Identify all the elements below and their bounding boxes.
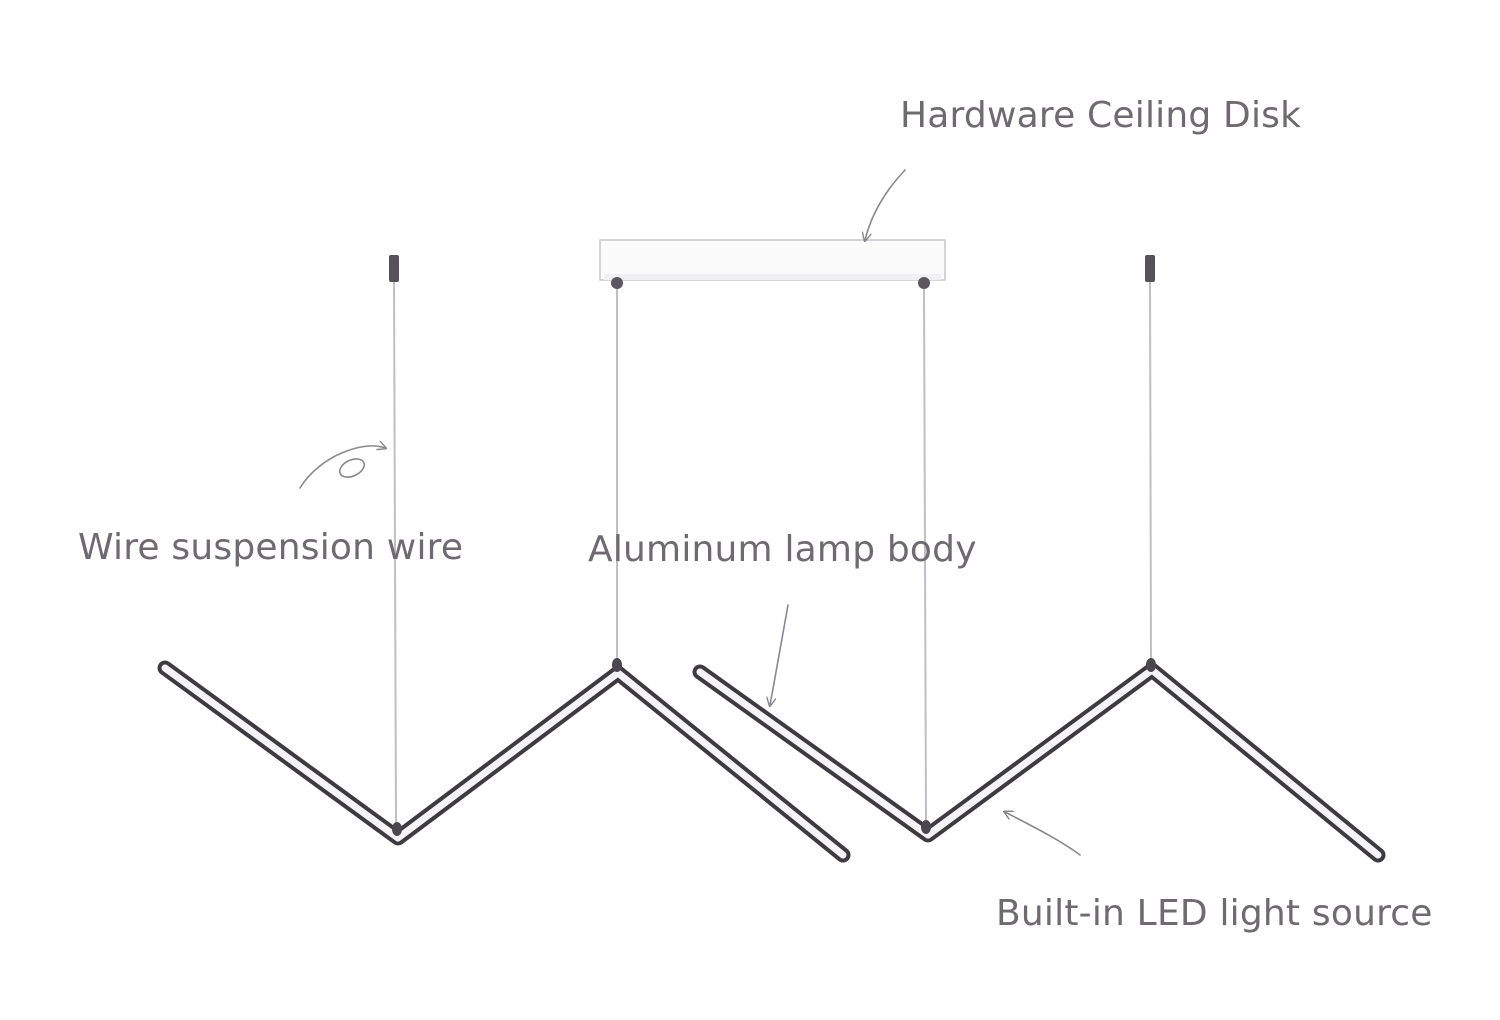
disk-screw-left: [611, 277, 623, 289]
wire-cap-left: [389, 255, 399, 282]
arrow-suspension-wire: [299, 446, 385, 489]
arrow-ceiling-disk: [865, 169, 906, 240]
label-ceiling-disk: Hardware Ceiling Disk: [900, 95, 1302, 136]
label-lamp-body: Aluminum lamp body: [588, 529, 977, 570]
suspension-wires: [393, 281, 1152, 823]
wire-clamps: [392, 658, 1156, 836]
label-led-source: Built-in LED light source: [996, 893, 1433, 934]
arrow-suspension-loop: [338, 458, 366, 478]
label-suspension-wire: Wire suspension wire: [78, 527, 464, 568]
ceiling-disk: [599, 239, 946, 289]
lamp-body-right: [692, 662, 1386, 863]
wire-cap-right: [1145, 255, 1155, 282]
arrow-lamp-body: [770, 604, 789, 705]
disk-screw-right: [918, 277, 930, 289]
lamp-body-left: [157, 660, 851, 863]
arrow-led-source: [1005, 812, 1081, 856]
